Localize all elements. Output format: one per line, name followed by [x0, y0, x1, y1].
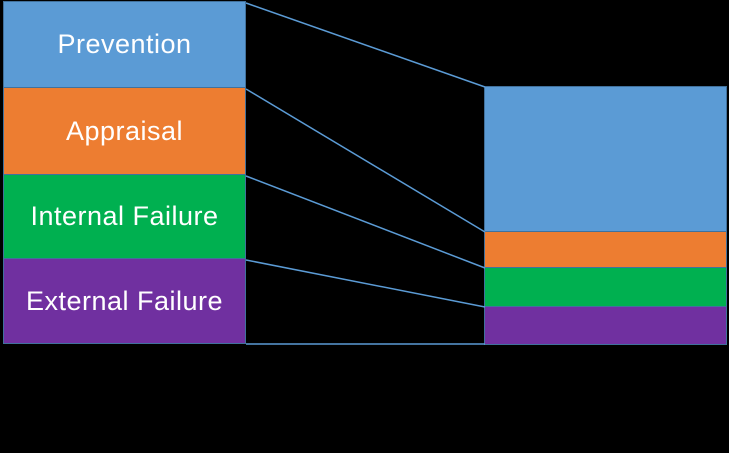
- right-stacked-bar: [484, 86, 727, 345]
- right-segment-external-failure: [484, 306, 727, 345]
- left-segment-prevention: Prevention: [3, 1, 246, 88]
- left-segment-appraisal: Appraisal: [3, 87, 246, 175]
- right-segment-prevention: [484, 86, 727, 232]
- right-segment-appraisal: [484, 231, 727, 268]
- left-segment-internal-failure: Internal Failure: [3, 174, 246, 259]
- left-segment-prevention-label: Prevention: [57, 29, 192, 59]
- connector-line-prevention-appraisal: [245, 88, 486, 233]
- left-segment-external-failure: External Failure: [3, 258, 246, 344]
- left-stacked-bar: Prevention Appraisal Internal Failure Ex…: [3, 1, 246, 345]
- left-segment-external-failure-label: External Failure: [25, 285, 224, 316]
- connector-line-appraisal-internal: [245, 175, 486, 269]
- connector-line-top: [245, 2, 486, 88]
- connector-line-internal-external: [245, 259, 486, 308]
- left-segment-internal-failure-label: Internal Failure: [30, 201, 219, 231]
- right-segment-internal-failure: [484, 267, 727, 307]
- left-segment-appraisal-label: Appraisal: [65, 115, 184, 146]
